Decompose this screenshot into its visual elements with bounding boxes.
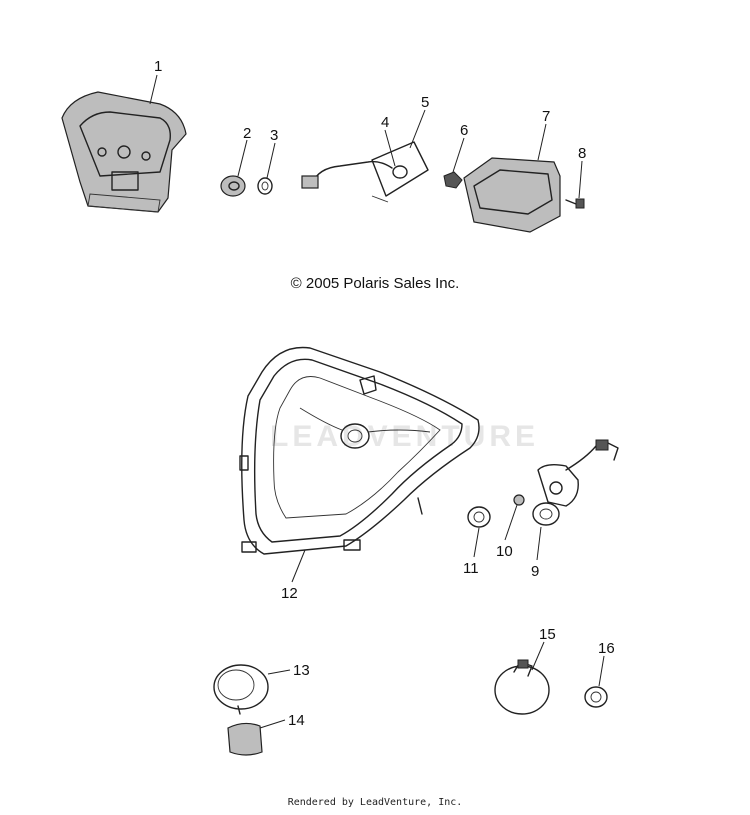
callout-16: 16 bbox=[598, 640, 615, 657]
callout-10: 10 bbox=[496, 543, 513, 560]
callout-3: 3 bbox=[270, 127, 278, 144]
part-5-lamp-plate bbox=[371, 141, 429, 203]
part-3-washer bbox=[257, 177, 273, 195]
leader-lines bbox=[149, 74, 605, 729]
part-12-headlight-housing bbox=[239, 346, 480, 555]
callout-11: 11 bbox=[463, 560, 479, 577]
part-14-lamp-bulb bbox=[227, 722, 263, 756]
part-6-nut bbox=[443, 171, 463, 189]
callout-15: 15 bbox=[539, 626, 556, 643]
callout-2: 2 bbox=[243, 125, 251, 142]
part-9-headlight-socket bbox=[532, 439, 619, 526]
part-10-small-bulb bbox=[513, 494, 525, 506]
callout-14: 14 bbox=[288, 712, 305, 729]
callout-4: 4 bbox=[381, 114, 389, 131]
callout-9: 9 bbox=[531, 563, 539, 580]
part-1-taillight-housing bbox=[61, 91, 187, 213]
part-2-grommet bbox=[220, 175, 246, 197]
callout-7: 7 bbox=[542, 108, 550, 125]
callout-6: 6 bbox=[460, 122, 468, 139]
callout-13: 13 bbox=[293, 662, 310, 679]
callout-12: 12 bbox=[281, 585, 298, 602]
part-16-lamp-bulb bbox=[584, 686, 608, 708]
part-15-marker-lamp bbox=[494, 659, 550, 715]
part-7-tail-lens bbox=[463, 157, 561, 233]
footer-credit: Rendered by LeadVenture, Inc. bbox=[287, 797, 463, 808]
copyright-notice: © 2005 Polaris Sales Inc. bbox=[290, 275, 460, 292]
part-11-headlight-bulb bbox=[467, 506, 491, 528]
callout-5: 5 bbox=[421, 94, 429, 111]
callout-1: 1 bbox=[154, 58, 162, 75]
callout-8: 8 bbox=[578, 145, 586, 162]
part-4-wiring-harness bbox=[301, 160, 393, 189]
callout-labels: 1 2 3 4 5 6 7 8 9 10 11 12 13 14 15 16 bbox=[154, 58, 615, 729]
part-13-marker-lamp bbox=[213, 664, 269, 715]
watermark-text: LEADVENTURE bbox=[270, 420, 539, 453]
part-8-screw bbox=[565, 198, 585, 209]
